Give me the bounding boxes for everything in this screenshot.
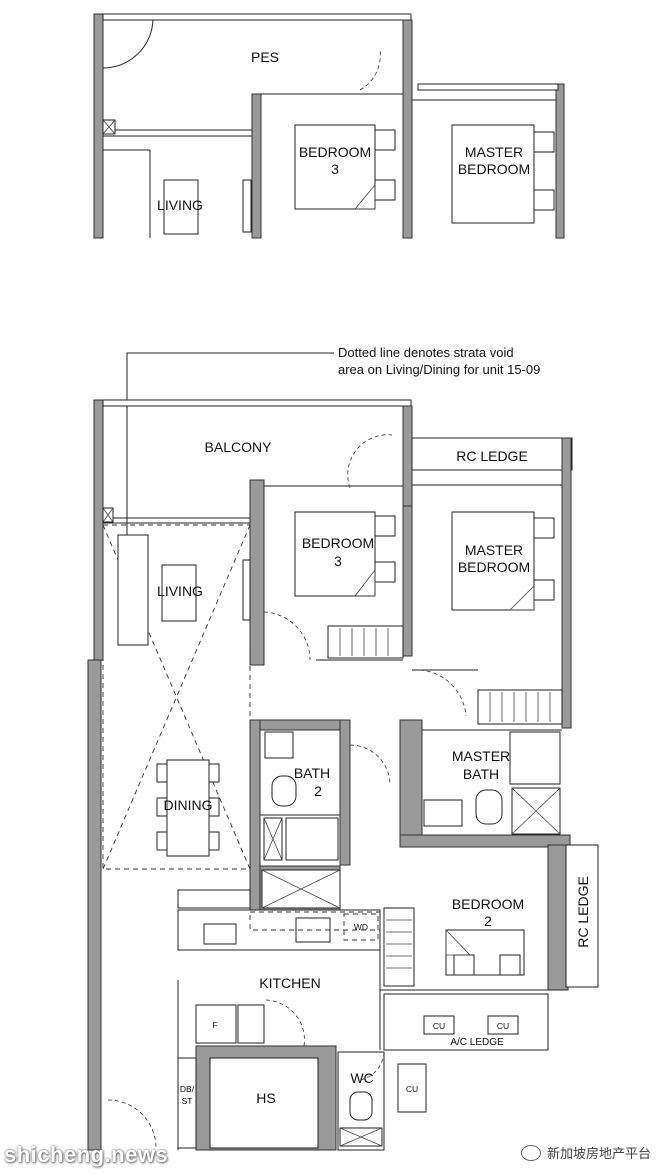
rc-ledge-top (411, 437, 573, 471)
label-st: ST (182, 1096, 193, 1106)
top-label-master: MASTER (465, 144, 523, 160)
kitchen-sink (203, 923, 237, 945)
db-st (177, 1057, 197, 1149)
main-plan: WD F BALCONY RC LEDGE BEDROOM 3 MASTER B… (87, 399, 599, 1151)
master-bath-toilet (475, 789, 503, 825)
bedroom2-right-wall (547, 844, 569, 991)
note-line-2: area on Living/Dining for unit 15-09 (338, 362, 540, 377)
label-cu-1: CU (433, 1021, 445, 1031)
label-ac-ledge: A/C LEDGE (450, 1037, 504, 1048)
bedroom3-right-wall (402, 505, 413, 657)
label-master: MASTER (465, 542, 523, 558)
rc-ledge-side (565, 844, 599, 988)
bath2-toilet (271, 775, 297, 807)
ac-ledge (383, 993, 549, 1051)
top-plan: PES BEDROOM 3 MASTER BEDROOM LIVING (93, 13, 565, 239)
label-master-bath-bath: BATH (463, 766, 499, 782)
bedroom3-wardrobe (327, 625, 404, 659)
top-label-master-bedroom: BEDROOM (458, 161, 530, 177)
label-bedroom3: BEDROOM (302, 535, 374, 551)
label-bedroom3-num: 3 (334, 553, 342, 569)
top-right-wall (555, 83, 565, 239)
living-sofa (117, 534, 149, 646)
label-living: LIVING (157, 583, 203, 599)
watermark-site: shicheng.news (4, 1142, 169, 1167)
bedroom3-bed (294, 511, 376, 597)
master-wardrobe (477, 689, 563, 725)
note-line-1: Dotted line denotes strata void (338, 345, 514, 360)
label-bedroom2: BEDROOM (452, 896, 524, 912)
balcony-right-wall (402, 405, 413, 507)
top-bed3-bed (294, 124, 376, 210)
wc-toilet (349, 1091, 373, 1121)
top-bed3-wall (251, 93, 262, 239)
living-table (161, 564, 197, 622)
top-master-bed (451, 124, 535, 224)
label-wd: WD (354, 922, 368, 932)
household-shelter (209, 1057, 319, 1149)
master-bath-left-wall (399, 719, 423, 846)
master-bath-sink (423, 799, 463, 827)
top-label-bedroom3: BEDROOM (299, 144, 371, 160)
top-living-table (163, 179, 199, 235)
fridge (195, 1004, 237, 1044)
label-master-bedroom: BEDROOM (458, 559, 530, 575)
strata-void-note: Dotted line denotes strata void area on … (122, 345, 540, 587)
top-mid-wall (402, 19, 413, 239)
label-balcony: BALCONY (205, 439, 273, 455)
label-cu-2: CU (497, 1021, 509, 1031)
top-pes-rail (102, 13, 412, 21)
label-db: DB/ (180, 1084, 195, 1094)
bath2-left-wall (249, 719, 261, 911)
label-master-bath: MASTER (452, 748, 510, 764)
bath2-sink (264, 731, 294, 759)
strata-void-outline (102, 524, 251, 870)
label-bedroom2-num: 2 (484, 913, 492, 929)
washer-dryer (343, 913, 379, 941)
wechat-icon (520, 1144, 541, 1161)
top-label-bedroom3-num: 3 (331, 161, 339, 177)
label-dining: DINING (164, 797, 213, 813)
label-bath2-num: 2 (314, 783, 322, 799)
top-ledge-rail (417, 83, 559, 91)
bath2-right-wall (339, 719, 351, 866)
label-fridge: F (212, 1020, 217, 1030)
bedroom3-left-wall (249, 479, 265, 666)
master-bath-bottom-wall (399, 834, 571, 848)
top-label-pes: PES (251, 49, 279, 65)
watermark-wechat-text: 新加坡房地产平台 (546, 1147, 651, 1162)
watermark-wechat: 新加坡房地产平台 (520, 1143, 651, 1162)
label-hs: HS (256, 1090, 275, 1106)
top-label-living: LIVING (157, 197, 203, 213)
label-wc: WC (350, 1070, 373, 1086)
master-bed (451, 511, 535, 611)
bath2-top-wall (249, 719, 351, 731)
dining-table (166, 759, 210, 857)
label-bath2: BATH (294, 765, 330, 781)
right-wall (561, 437, 572, 729)
balcony-rail (102, 399, 412, 407)
label-rc-ledge-side: RC LEDGE (575, 876, 591, 948)
top-left-wall (93, 13, 104, 239)
kitchen-upper-counter (177, 889, 251, 909)
left-wall-lower (87, 659, 102, 1151)
left-wall-upper (93, 399, 104, 661)
bedroom2-wardrobe (383, 907, 415, 987)
label-rc-ledge-top: RC LEDGE (456, 448, 528, 464)
label-kitchen: KITCHEN (259, 975, 320, 991)
label-cu-3: CU (406, 1084, 418, 1094)
